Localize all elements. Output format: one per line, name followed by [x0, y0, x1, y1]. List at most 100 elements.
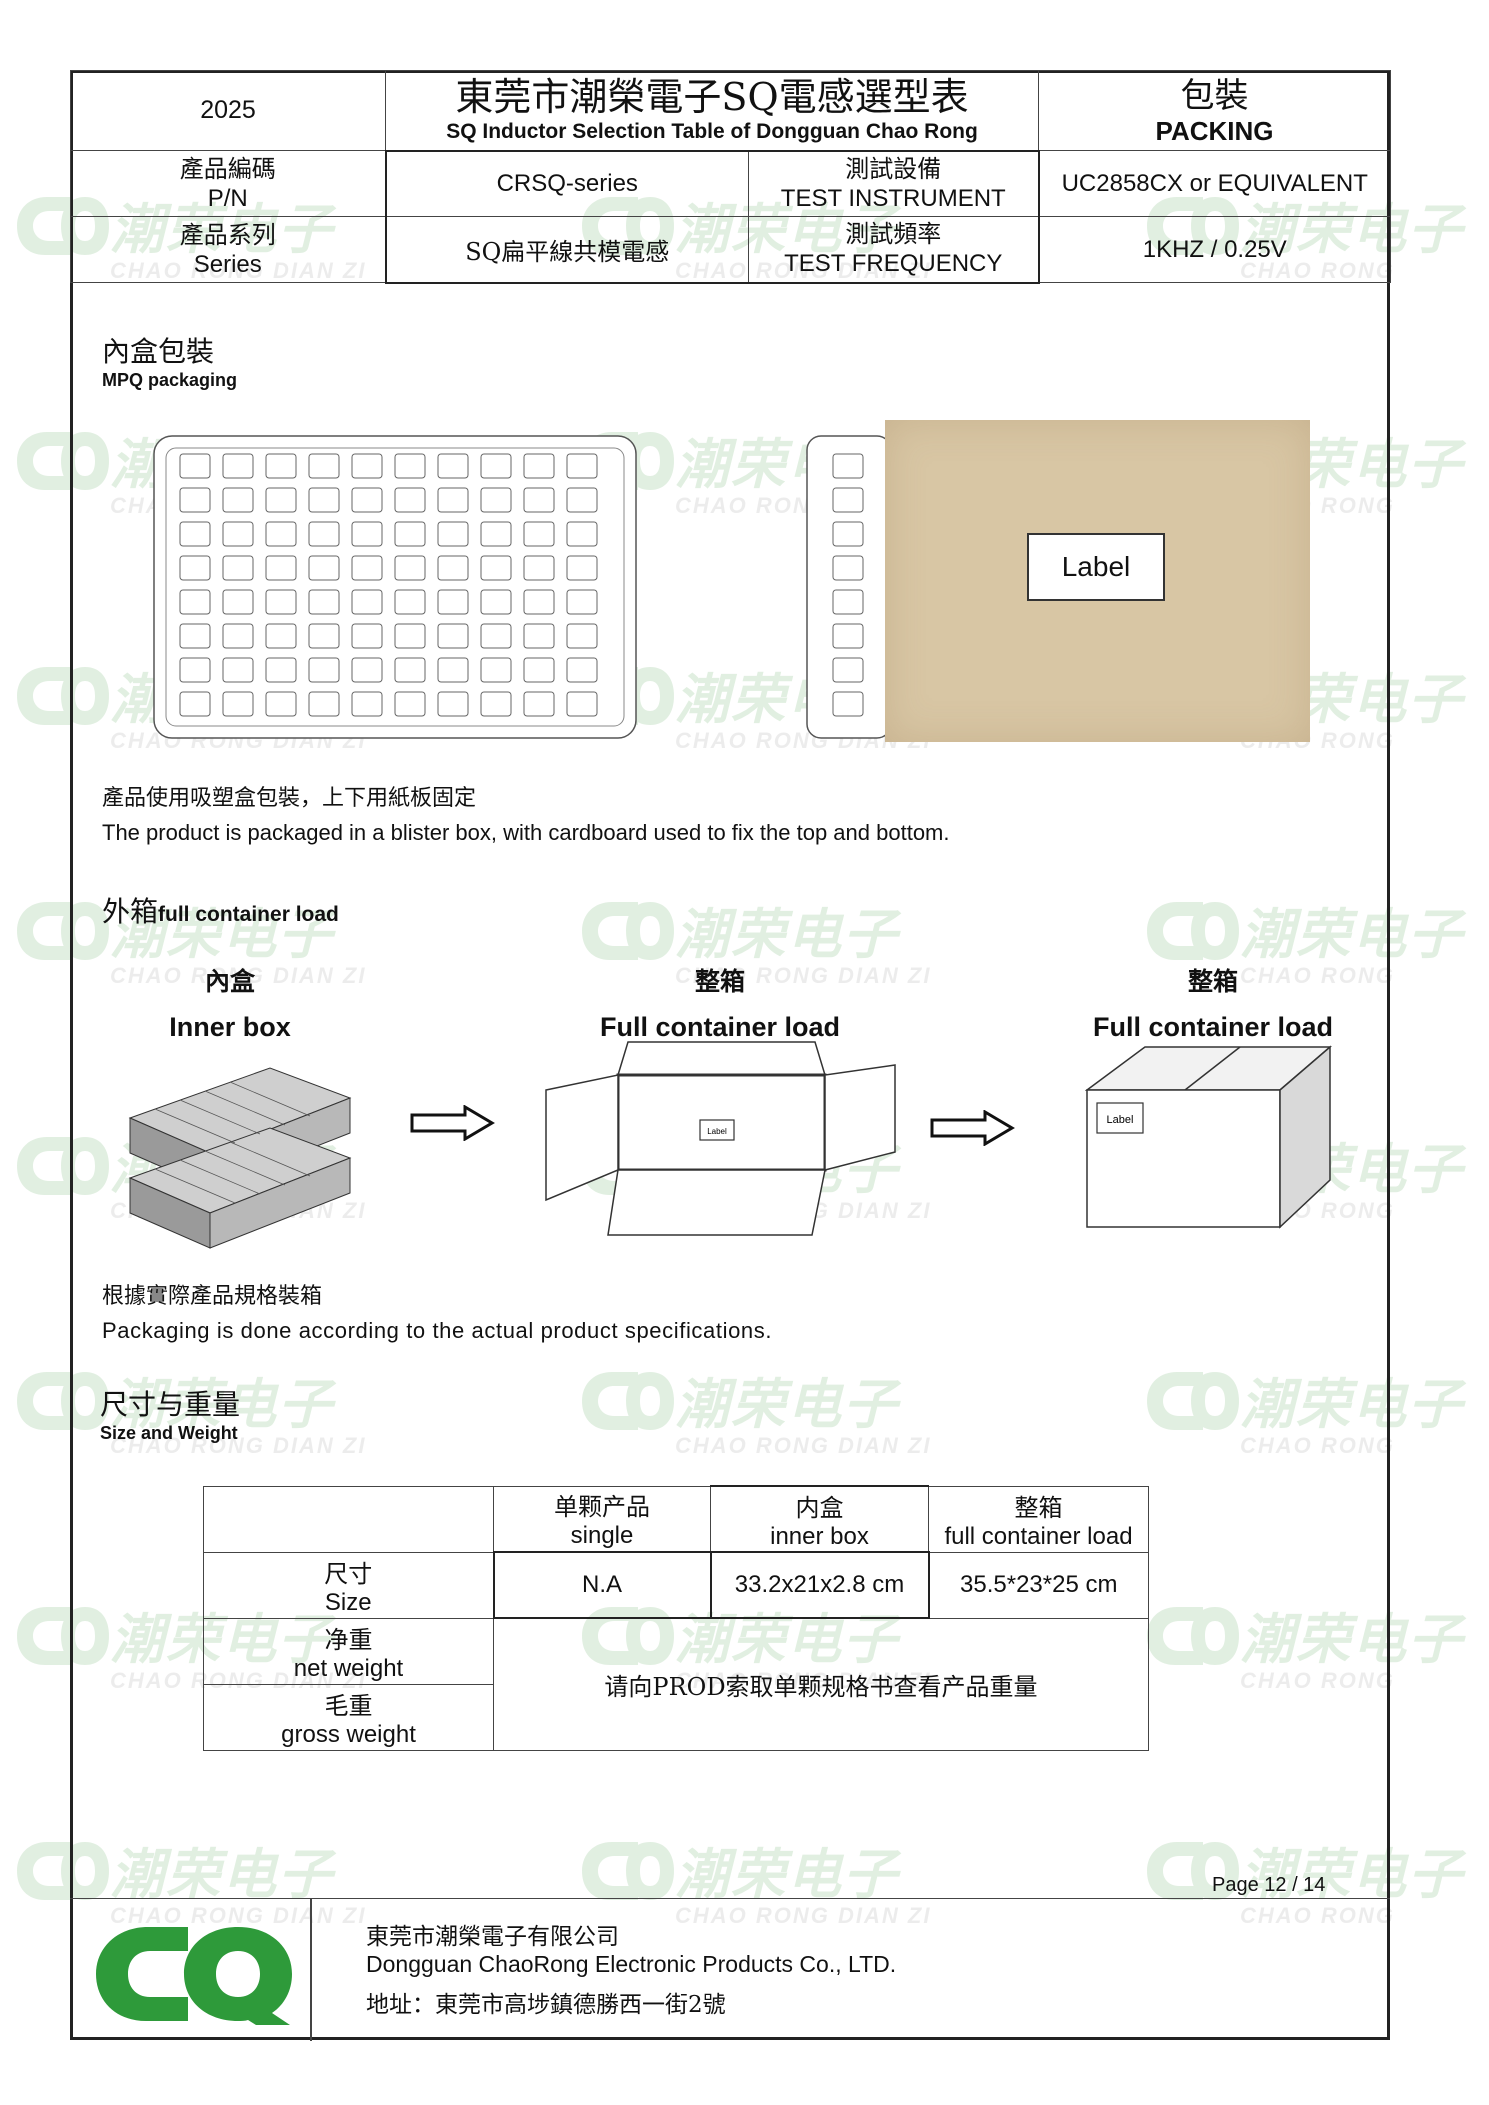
title-en: SQ Inductor Selection Table of Dongguan …	[446, 120, 978, 144]
tray-cell	[394, 453, 426, 479]
tray-cell	[265, 589, 297, 615]
tray-cell	[480, 521, 512, 547]
closed-carton-image: Label	[1085, 1045, 1333, 1229]
tray-cell	[308, 691, 340, 717]
open-carton-image: Label	[545, 1041, 896, 1236]
tray-cell	[308, 623, 340, 649]
tray-cell	[437, 623, 469, 649]
title-cn: 東莞市潮榮電子SQ電感選型表	[455, 75, 969, 120]
mpq-desc-cn: 產品使用吸塑盒包裝，上下用紙板固定	[102, 786, 477, 811]
tray-side-cell	[832, 521, 864, 547]
tray-cell	[523, 555, 555, 581]
tray-cell	[222, 521, 254, 547]
tray-cell	[222, 589, 254, 615]
col1-title: 內盒 Inner box	[169, 967, 291, 1042]
pn-label: 產品編碼 P/N	[70, 150, 386, 217]
tray-cell	[523, 691, 555, 717]
tray-cell	[351, 521, 383, 547]
arrow-right-icon	[930, 1110, 1015, 1146]
tray-cell	[308, 657, 340, 683]
tray-cell	[265, 487, 297, 513]
tray-cell	[437, 589, 469, 615]
tray-side-cell	[832, 487, 864, 513]
tray-cell	[480, 623, 512, 649]
tray-cell	[179, 487, 211, 513]
tray-cell	[566, 589, 598, 615]
tray-cell	[308, 487, 340, 513]
mpq-desc-en: The product is packaged in a blister box…	[102, 820, 950, 845]
tray-cell	[480, 691, 512, 717]
company-name-en: Dongguan ChaoRong Electronic Products Co…	[366, 1951, 897, 1977]
tray-side-cell	[832, 623, 864, 649]
tray-cell	[523, 521, 555, 547]
col3-title: 整箱 Full container load	[1092, 967, 1334, 1042]
tray-cell	[222, 691, 254, 717]
tray-cell	[265, 623, 297, 649]
tray-cell	[566, 487, 598, 513]
cardboard-image: Label	[885, 420, 1310, 742]
company-name-cn: 東莞市潮榮電子有限公司	[366, 1924, 619, 1950]
tray-cell	[179, 555, 211, 581]
header-section: 包裝 PACKING	[1038, 70, 1392, 151]
tray-cell	[523, 623, 555, 649]
mpq-heading: 內盒包裝 MPQ packaging	[102, 335, 238, 390]
tray-cell	[308, 589, 340, 615]
tray-cell	[394, 691, 426, 717]
arrow-right-icon	[410, 1105, 495, 1141]
tray-cell	[222, 487, 254, 513]
tray-side-image	[803, 432, 893, 742]
instrument-value: UC2858CX or EQUIVALENT	[1037, 150, 1392, 217]
tray-cell	[265, 691, 297, 717]
tray-cell	[265, 657, 297, 683]
tray-cell	[566, 555, 598, 581]
tray-cell	[222, 453, 254, 479]
tray-cell	[566, 623, 598, 649]
tray-cell	[437, 555, 469, 581]
tray-cell	[394, 555, 426, 581]
tray-cell	[351, 691, 383, 717]
tray-cell	[179, 453, 211, 479]
tray-cell	[351, 453, 383, 479]
tray-cell	[394, 589, 426, 615]
tray-cell	[394, 623, 426, 649]
page-number: Page 12 / 14	[1212, 1874, 1326, 1896]
instrument-label: 測試設備 TEST INSTRUMENT	[747, 149, 1040, 217]
tray-cell	[523, 657, 555, 683]
tray-cell	[179, 691, 211, 717]
tray-cell	[265, 555, 297, 581]
tray-cell	[308, 453, 340, 479]
tray-side-cell	[832, 691, 864, 717]
size-full: 35.5*23*25 cm	[928, 1551, 1149, 1619]
tray-cell	[480, 657, 512, 683]
size-single: N.A	[492, 1551, 712, 1619]
pn-value: CRSQ-series	[384, 149, 749, 217]
tray-cell	[566, 657, 598, 683]
tray-cell	[308, 555, 340, 581]
tray-cell	[394, 521, 426, 547]
series-label: 產品系列 Series	[70, 216, 386, 283]
series-value: SQ扁平線共模電感	[384, 216, 749, 284]
tray-cell	[179, 589, 211, 615]
header-title: 東莞市潮榮電子SQ電感選型表 SQ Inductor Selection Tab…	[384, 70, 1040, 151]
tray-cell	[265, 453, 297, 479]
tray-cell	[351, 589, 383, 615]
tray-cell	[222, 623, 254, 649]
tray-side-cell	[832, 453, 864, 479]
tray-cell	[394, 657, 426, 683]
cardboard-label: Label	[1027, 533, 1165, 601]
tray-cell	[179, 623, 211, 649]
tray-side-cell	[832, 555, 864, 581]
tray-cell	[437, 453, 469, 479]
tray-cell	[437, 521, 469, 547]
tray-cell	[480, 453, 512, 479]
freq-label: 測試頻率 TEST FREQUENCY	[747, 216, 1040, 284]
open-carton-label: Label	[707, 1127, 727, 1136]
inner-box-stack-image	[128, 1067, 352, 1249]
size-inner: 33.2x21x2.8 cm	[709, 1551, 930, 1619]
tray-cell	[523, 487, 555, 513]
